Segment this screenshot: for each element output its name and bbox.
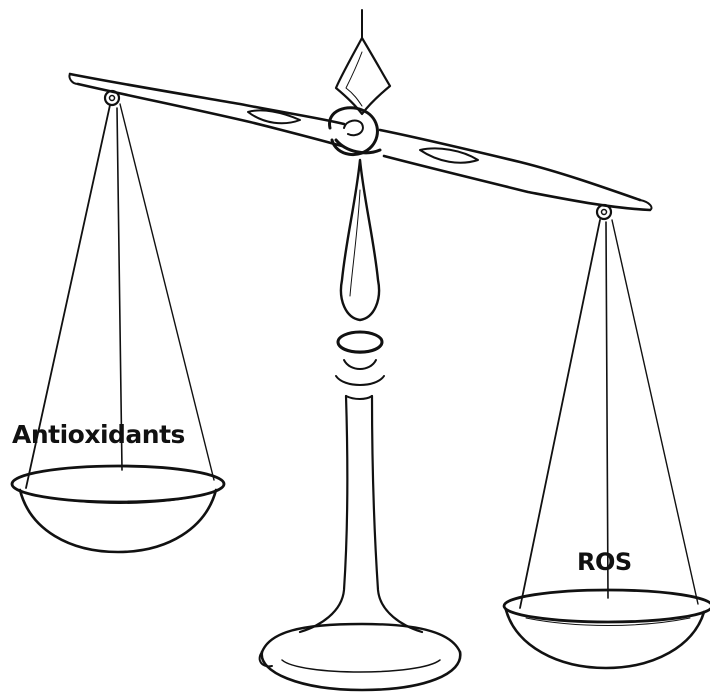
right-pan [504,590,710,668]
finial-ornament [336,10,390,114]
antioxidants-label: Antioxidants [12,420,185,449]
balance-beam [69,74,651,219]
ros-label: ROS [577,548,632,576]
scale-column [260,160,461,690]
left-pan [12,466,224,552]
